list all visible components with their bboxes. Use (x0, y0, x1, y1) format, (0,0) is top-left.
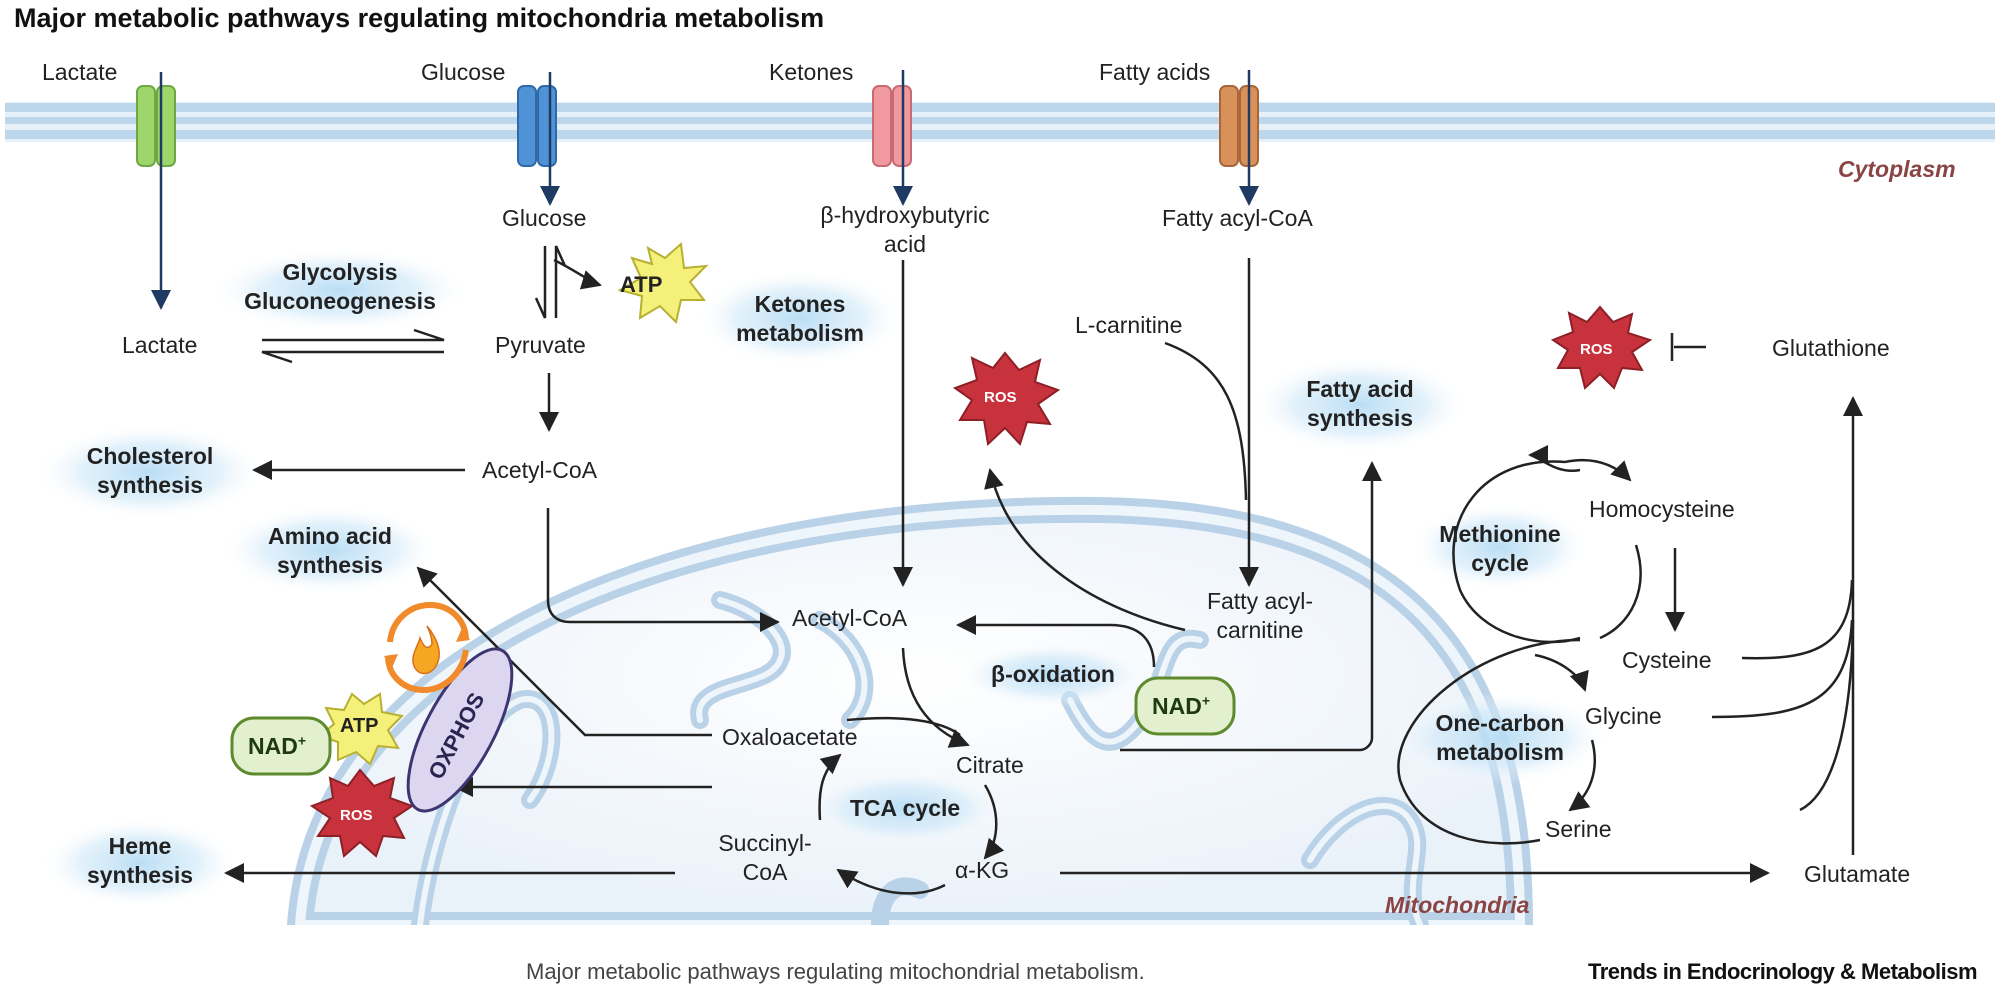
atp-label-lower: ATP (340, 715, 379, 737)
ros-star-upper-right (1550, 305, 1653, 390)
ros-label-lower: ROS (340, 807, 373, 824)
metabolite-acetyl-coa-cytoplasm: Acetyl-CoA (482, 457, 598, 483)
pathway-one-carbon-metabolism: One-carbon metabolism (1435, 710, 1565, 765)
metabolite-l-carnitine: L-carnitine (1075, 312, 1183, 338)
glucose-transporter-label: Glucose (421, 59, 506, 85)
pathway-glows (35, 248, 1610, 908)
ros-label-upper-left: ROS (984, 389, 1017, 406)
metabolite-cysteine: Cysteine (1622, 647, 1712, 673)
figure-title: Major metabolic pathways regulating mito… (14, 3, 825, 33)
metabolite-beta-hydroxybutyric-acid: β-hydroxybutyric acid (820, 202, 990, 257)
figure-caption: Major metabolic pathways regulating mito… (526, 959, 1145, 984)
metabolite-homocysteine: Homocysteine (1589, 496, 1735, 522)
metabolite-glutamate: Glutamate (1804, 861, 1911, 887)
metabolite-oxaloacetate: Oxaloacetate (722, 724, 858, 750)
ros-star-upper-left (952, 351, 1061, 447)
pathway-ketones-metabolism: Ketones metabolism (736, 291, 864, 346)
ketones-transporter-label: Ketones (769, 59, 854, 85)
cytoplasm-label: Cytoplasm (1838, 156, 1956, 182)
pathway-arrows (224, 245, 1863, 895)
mitochondria-label: Mitochondria (1385, 892, 1530, 918)
pathway-cholesterol-synthesis: Cholesterol synthesis (86, 443, 214, 498)
nad-label-mito: NAD+ (1152, 692, 1211, 719)
oxphos-complex (406, 647, 514, 813)
flame-icon (384, 601, 470, 694)
fatty-acids-transporter-label: Fatty acids (1099, 59, 1211, 85)
metabolite-fatty-acyl-carnitine: Fatty acyl- carnitine (1206, 588, 1314, 643)
metabolite-fatty-acyl-coa: Fatty acyl-CoA (1162, 205, 1313, 231)
metabolite-serine: Serine (1545, 816, 1612, 842)
atp-star-upper (617, 242, 709, 324)
metabolite-alpha-kg: α-KG (955, 857, 1010, 883)
pathway-beta-oxidation: β-oxidation (991, 661, 1115, 687)
fatty-acid-transporter (1219, 85, 1259, 167)
journal-brand: Trends in Endocrinology & Metabolism (1588, 959, 1978, 984)
metabolite-glucose: Glucose (502, 205, 587, 231)
metabolite-glutathione: Glutathione (1772, 335, 1890, 361)
pathway-tca-cycle: TCA cycle (849, 795, 961, 821)
atp-label-upper: ATP (620, 272, 663, 297)
nad-pill-mito (1134, 676, 1236, 736)
import-arrows (151, 70, 1259, 310)
pathway-glycolysis-gluconeogenesis: Glycolysis Gluconeogenesis (244, 259, 436, 314)
pathway-heme-synthesis: Heme synthesis (86, 833, 194, 888)
ros-label-upper-right: ROS (1580, 341, 1613, 358)
metabolite-glycine: Glycine (1585, 703, 1662, 729)
nad-pill-left (230, 716, 332, 776)
nad-label-left: NAD+ (248, 732, 307, 759)
lactate-transporter (136, 85, 176, 167)
ros-star-lower (309, 768, 415, 858)
ketone-transporter (872, 85, 912, 167)
metabolite-citrate: Citrate (956, 752, 1024, 778)
metabolite-pyruvate: Pyruvate (495, 332, 586, 358)
pathway-methionine-cycle: Methionine cycle (1439, 521, 1561, 576)
bottom-mask (0, 925, 2000, 1001)
metabolite-lactate: Lactate (122, 332, 198, 358)
metabolite-acetyl-coa-mitochondria: Acetyl-CoA (792, 605, 908, 631)
metabolite-succinyl-coa: Succinyl- CoA (718, 830, 812, 885)
cell-membrane (5, 102, 1995, 142)
glucose-transporter (517, 85, 557, 167)
pathway-fatty-acid-synthesis: Fatty acid synthesis (1306, 376, 1414, 431)
pathway-amino-acid-synthesis: Amino acid synthesis (268, 523, 392, 578)
lactate-transporter-label: Lactate (42, 59, 118, 85)
atp-star-lower (318, 692, 405, 766)
